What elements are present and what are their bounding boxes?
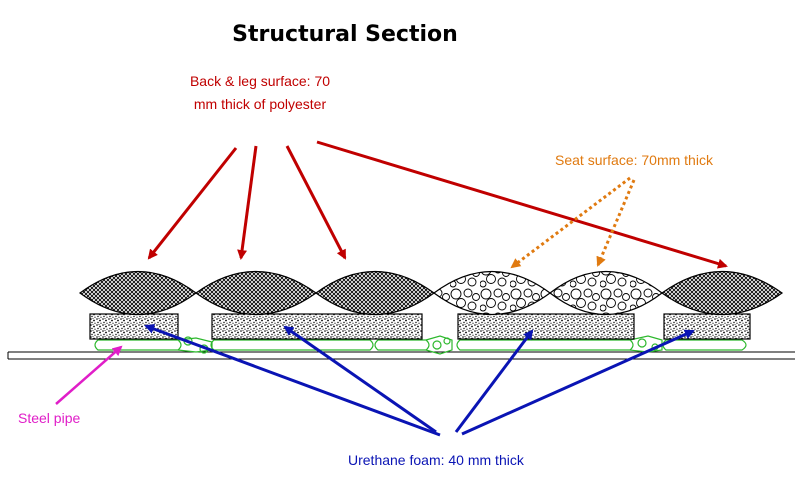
back-leg-label-line1: Back & leg surface: 70 <box>189 73 331 89</box>
diagram-title: Structural Section <box>232 22 458 47</box>
seat-cushion-icon <box>432 270 663 316</box>
back-leg-label: Back & leg surface: 70 mm thick of polye… <box>150 70 370 116</box>
seat-arrows <box>510 176 636 269</box>
back-leg-arrows <box>147 140 728 269</box>
seat-label: Seat surface: 70mm thick <box>555 152 713 168</box>
back-leg-label-line2: mm thick of polyester <box>193 96 327 112</box>
steel-pipe-label: Steel pipe <box>18 410 81 426</box>
floor-lines <box>7 351 795 360</box>
urethane-label: Urethane foam: 40 mm thick <box>348 452 524 468</box>
urethane-foam-pad-icon <box>89 313 751 340</box>
polyester-cushion-icon <box>78 270 784 316</box>
steel-pipe-arrow <box>55 345 123 405</box>
urethane-arrows <box>144 324 695 437</box>
